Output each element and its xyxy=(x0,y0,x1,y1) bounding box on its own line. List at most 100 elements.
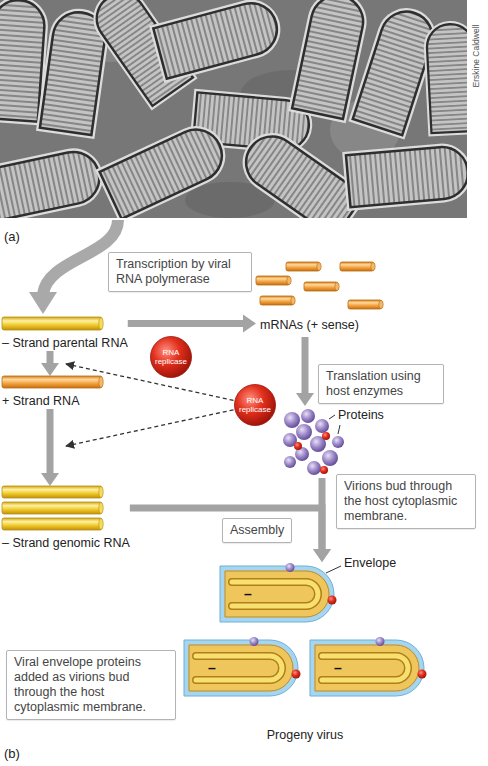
flow-arrow xyxy=(296,337,314,406)
node-text: – Strand parental RNA xyxy=(2,336,128,351)
rna-rod-end xyxy=(99,519,103,530)
node-text: RNA replicase xyxy=(237,396,273,414)
rna-rod xyxy=(348,300,382,309)
panel-link-arrowhead xyxy=(29,292,57,314)
leader-line xyxy=(338,425,340,434)
photo-credit: Erskine Caldwell xyxy=(471,25,481,88)
rna-rod-end xyxy=(99,503,103,514)
nucleocapsid xyxy=(196,656,282,680)
virion-core xyxy=(189,645,293,691)
protein-sphere xyxy=(284,456,296,468)
rna-rod xyxy=(286,262,320,271)
panel-letter: (a) xyxy=(4,229,20,244)
panel-link-arrow xyxy=(43,220,118,294)
rna-rod xyxy=(304,282,338,291)
arrow-shaft xyxy=(47,351,54,364)
protein-sphere xyxy=(296,424,312,440)
virion-particle xyxy=(153,0,282,79)
rna-rod xyxy=(256,276,290,285)
rna-rod-end xyxy=(371,263,375,271)
arrowhead xyxy=(313,549,331,562)
envelope-protein xyxy=(328,596,337,605)
polarity-sign: – xyxy=(334,661,342,675)
nucleocapsid xyxy=(196,656,282,680)
virion-core xyxy=(225,571,329,617)
rna-rod xyxy=(2,518,102,530)
virion-core xyxy=(315,645,419,691)
nucleocapsid xyxy=(322,656,408,680)
protein-sphere xyxy=(284,412,300,428)
rna-rod-end xyxy=(379,301,383,309)
viral-envelope xyxy=(184,640,298,696)
node-text: Progeny virus xyxy=(180,728,430,743)
protein-cluster: Proteins xyxy=(278,406,384,478)
arrowhead xyxy=(243,315,256,333)
arrow-shaft xyxy=(302,337,309,394)
callout-box: Virions bud through the host cytoplasmic… xyxy=(336,474,476,529)
arrowhead xyxy=(41,473,59,486)
node-text: Translation using host enzymes xyxy=(326,369,436,399)
virion-particle xyxy=(346,145,467,207)
virion xyxy=(220,563,337,622)
flow-arrow xyxy=(130,508,331,562)
rna-rod-end xyxy=(99,377,103,388)
enzyme-sphere xyxy=(235,385,276,426)
polarity-sign-holder: – xyxy=(334,661,342,675)
electron-micrograph xyxy=(0,0,467,218)
replicase-sphere xyxy=(320,466,328,474)
node-text: RNA replicase xyxy=(153,348,189,366)
polarity-sign-holder: – xyxy=(208,661,216,675)
protein-sphere xyxy=(307,461,321,475)
rna-strands: – Strand genomic RNA xyxy=(2,486,130,551)
virion-particle xyxy=(100,121,231,218)
rna-rod xyxy=(2,502,102,514)
rna-rod xyxy=(2,317,102,330)
callout-box: Viral envelope proteins added as virions… xyxy=(6,650,176,720)
arrowhead xyxy=(41,363,59,376)
callout-box: Assembly xyxy=(222,518,292,543)
nucleocapsid xyxy=(232,582,318,606)
rna-rod xyxy=(2,486,102,498)
arrow-shaft xyxy=(128,320,244,327)
rna-rod-end xyxy=(317,263,321,271)
polarity-sign: – xyxy=(208,661,216,675)
enzyme-sphere xyxy=(151,337,192,378)
protein-sphere xyxy=(322,450,338,466)
callout-box: Transcription by viral RNA polymerase xyxy=(108,252,252,292)
rna-rod xyxy=(340,262,374,271)
mrna-group: mRNAs (+ sense) xyxy=(256,258,386,337)
rna-rod-end xyxy=(99,318,103,330)
rna-rod-end xyxy=(287,277,291,285)
envelope-protein xyxy=(292,670,301,679)
viral-envelope xyxy=(310,640,424,696)
arrowhead xyxy=(313,549,331,562)
node-text: Assembly xyxy=(230,523,284,538)
nucleocapsid xyxy=(322,656,408,680)
photo-credit-holder: Erskine Caldwell xyxy=(471,25,481,88)
arrow-shaft xyxy=(319,478,326,550)
node-text: Transcription by viral RNA polymerase xyxy=(116,257,244,287)
panel-letter: (b) xyxy=(4,746,20,761)
node-text: + Strand RNA xyxy=(2,394,102,409)
protein-sphere xyxy=(315,419,329,433)
virion-particle xyxy=(0,0,46,122)
callout-box: Translation using host enzymes xyxy=(318,364,444,404)
virion-particle xyxy=(426,23,467,133)
rna-rod xyxy=(2,376,102,388)
arrowhead xyxy=(296,393,314,406)
node-text: – Strand genomic RNA xyxy=(2,536,130,551)
progeny-virions: Progeny virus xyxy=(180,562,430,746)
panel-letter-holder: (b) xyxy=(4,746,20,761)
node-text: Viral envelope proteins added as virions… xyxy=(14,655,168,715)
arrow-shaft xyxy=(47,409,54,474)
envelope-protein xyxy=(250,637,259,646)
virion xyxy=(310,637,427,696)
panel-letter-holder: (a) xyxy=(4,229,20,244)
rna-rod-end xyxy=(99,487,103,498)
rna-rod-end xyxy=(291,297,295,305)
flow-arrow xyxy=(313,478,331,562)
node-text: Proteins xyxy=(338,408,384,423)
replicase-enzyme: RNA replicase xyxy=(234,384,276,426)
leader-line xyxy=(329,415,335,419)
